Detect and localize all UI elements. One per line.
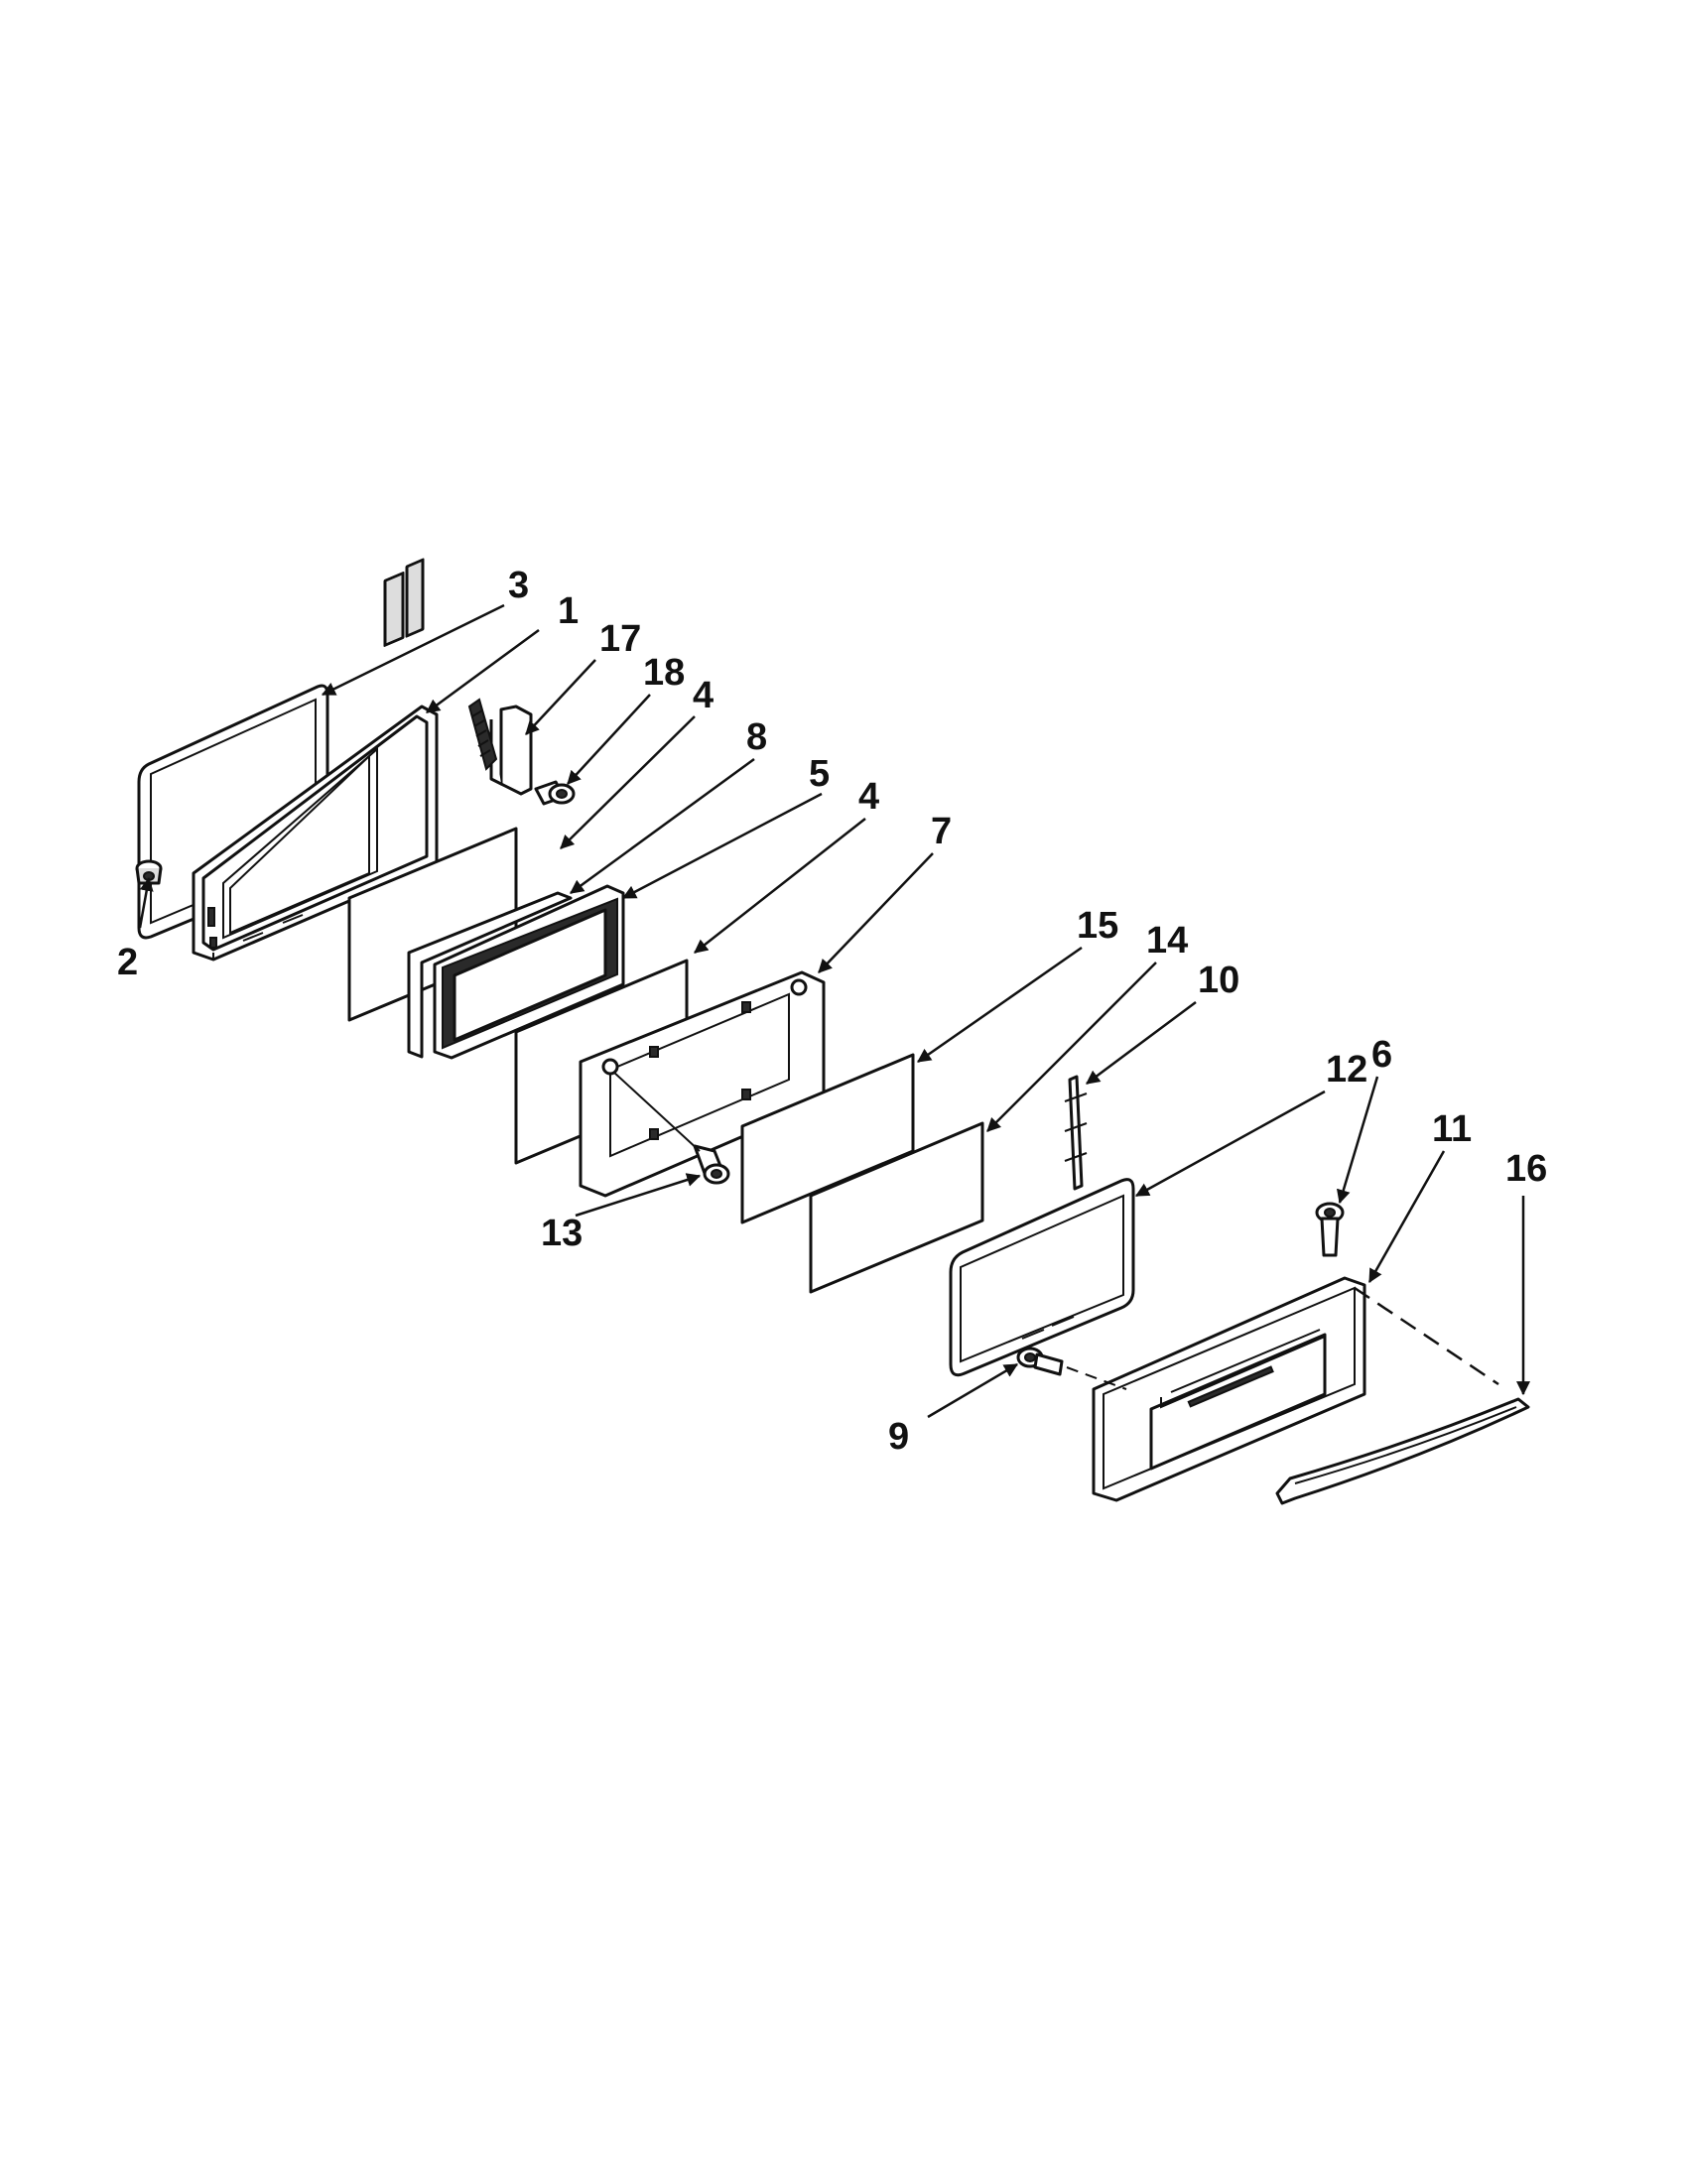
part-handle-16 — [1275, 1397, 1530, 1505]
callout-8: 8 — [746, 716, 767, 758]
callout-18: 18 — [643, 652, 685, 694]
callout-11: 11 — [1432, 1108, 1472, 1150]
part-glass-panel-14 — [809, 1121, 984, 1294]
callout-9: 9 — [888, 1416, 909, 1458]
part-screw-18 — [534, 780, 576, 806]
callout-15: 15 — [1077, 905, 1118, 947]
part-insulation-frame-5 — [433, 884, 625, 1060]
callout-2: 2 — [117, 942, 138, 983]
callout-6: 6 — [1371, 1034, 1392, 1076]
callout-10: 10 — [1198, 960, 1239, 1001]
part-gasket-12 — [949, 1178, 1135, 1377]
callout-4b: 4 — [858, 776, 879, 818]
callout-13: 13 — [541, 1213, 583, 1254]
callout-3: 3 — [508, 565, 529, 606]
callout-numbers: 3 1 17 18 4 8 5 4 7 2 13 15 14 10 12 6 1… — [117, 565, 1547, 1458]
part-strip-8 — [407, 891, 573, 1059]
part-screw-6 — [1315, 1202, 1345, 1257]
callout-5: 5 — [809, 753, 830, 795]
callout-1: 1 — [558, 590, 579, 632]
callout-14: 14 — [1146, 920, 1188, 962]
callout-12: 12 — [1326, 1049, 1367, 1091]
part-outer-door-11 — [1092, 1276, 1366, 1502]
part-bracket-10 — [1064, 1075, 1088, 1191]
part-screw-13 — [693, 1144, 730, 1185]
leader-lines — [138, 603, 1530, 1419]
callout-17: 17 — [599, 618, 641, 660]
part-inner-door-frame-1 — [192, 558, 439, 962]
part-hinge-17 — [467, 698, 533, 796]
callout-7: 7 — [931, 811, 952, 852]
part-screw-9 — [1016, 1347, 1064, 1376]
callout-4a: 4 — [693, 675, 714, 716]
callout-16: 16 — [1505, 1148, 1547, 1190]
